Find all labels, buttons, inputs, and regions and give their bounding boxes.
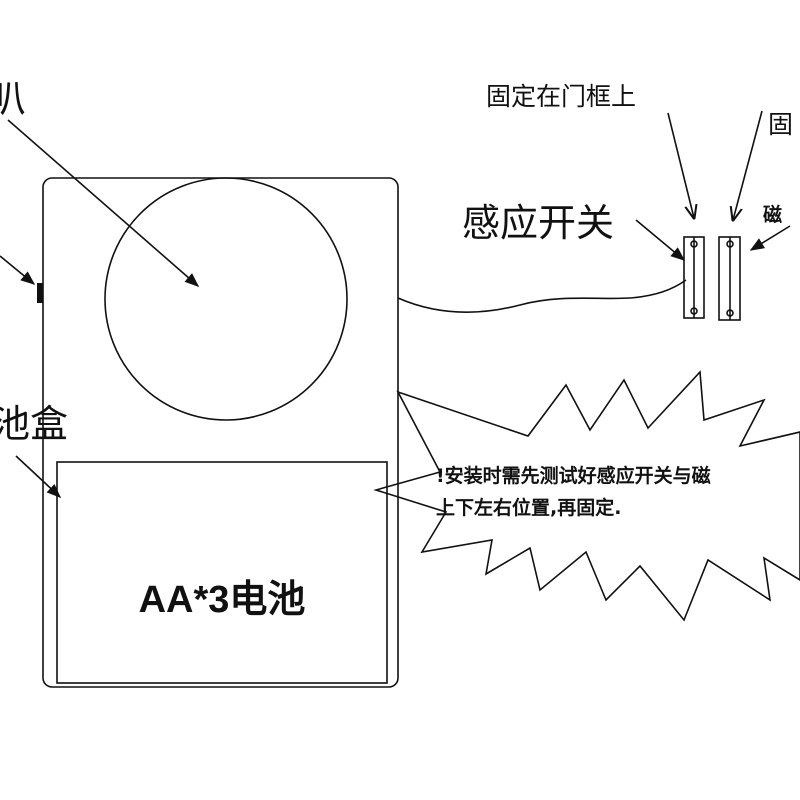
fixed-partial-label: 固: [768, 110, 793, 139]
fixed-partial-arrow: [733, 110, 763, 220]
warning-line-1: !安装时需先测试好感应开关与磁: [436, 464, 711, 487]
magnet: [718, 236, 741, 321]
battery-box-arrow: [15, 455, 62, 498]
sensor-switch-arrow: [635, 219, 686, 261]
battery-box-label: 池盒: [0, 402, 68, 446]
fixed-on-frame-label: 固定在门框上: [486, 82, 636, 111]
magnet-arrow: [749, 225, 791, 251]
battery-label: AA*3电池: [139, 579, 306, 621]
speaker-label: 叭: [0, 77, 26, 121]
sensor-wire: [397, 279, 687, 313]
sensor-switch-label: 感应开关: [462, 201, 614, 245]
warning-line-2: 上下左右位置,再固定.: [436, 496, 621, 519]
speaker-circle: [104, 177, 348, 421]
magnet-label: 磁: [763, 203, 782, 226]
warning-burst: [373, 370, 800, 622]
battery-box: [56, 461, 388, 684]
speaker-arrow: [7, 119, 200, 287]
fixed-on-frame-arrow: [667, 112, 694, 218]
side-button-arrow: [0, 255, 36, 285]
sensor-switch: [683, 236, 705, 319]
side-button: [37, 283, 43, 303]
